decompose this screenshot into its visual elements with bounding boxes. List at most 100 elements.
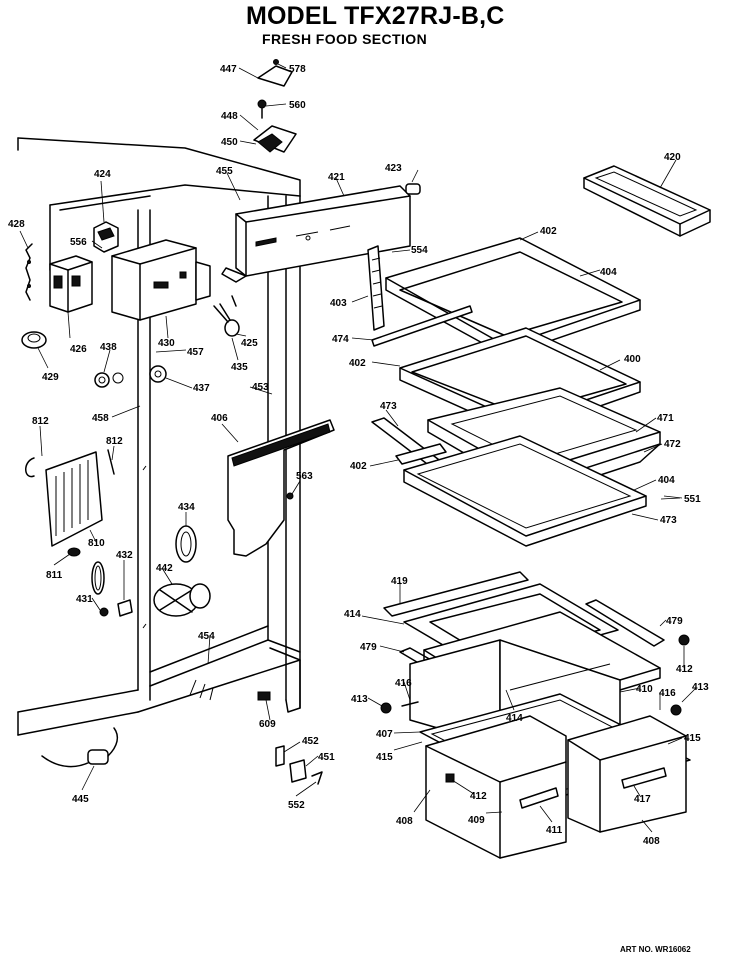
- callout-402: 402: [350, 461, 367, 472]
- callout-431: 431: [76, 594, 93, 605]
- rail-474: [371, 305, 473, 347]
- header: MODEL TFX27RJ-B,C FRESH FOOD SECTION: [0, 0, 736, 60]
- callout-428: 428: [8, 219, 25, 230]
- section-subtitle: FRESH FOOD SECTION: [262, 31, 428, 47]
- callout-556: 556: [70, 237, 87, 248]
- callout-471: 471: [657, 413, 674, 424]
- art-number: ART NO. WR16062: [620, 945, 691, 954]
- callout-454: 454: [198, 631, 215, 642]
- callout-554: 554: [411, 245, 428, 256]
- bracket-428: [25, 243, 33, 301]
- callout-474: 474: [332, 334, 349, 345]
- callout-438: 438: [100, 342, 117, 353]
- callout-451: 451: [318, 752, 335, 763]
- callout-419: 419: [391, 576, 408, 587]
- thermostat-424: [93, 221, 119, 253]
- callout-412: 412: [676, 664, 693, 675]
- callout-453: 453: [252, 382, 269, 393]
- crisper-rail-419: [383, 571, 529, 617]
- knob-423: [405, 183, 421, 195]
- callout-435: 435: [231, 362, 248, 373]
- cabinet-liner: [17, 137, 301, 736]
- leader-lines: [19, 63, 697, 833]
- control-panel-421: [221, 185, 411, 283]
- callout-423: 423: [385, 163, 402, 174]
- callout-408: 408: [396, 816, 413, 827]
- air-duct-434: [175, 525, 197, 563]
- callout-labels: 447 578 448 560 450 455 421 423 420 424 …: [8, 64, 709, 847]
- callout-404: 404: [658, 475, 675, 486]
- grommet-438: [94, 372, 124, 388]
- plug-811: [67, 547, 81, 557]
- callout-812: 812: [32, 416, 49, 427]
- callout-812: 812: [106, 436, 123, 447]
- callout-442: 442: [156, 563, 173, 574]
- callout-458: 458: [92, 413, 109, 424]
- callout-447: 447: [220, 64, 237, 75]
- callout-406: 406: [211, 413, 228, 424]
- bracket-406: [227, 419, 335, 557]
- callout-426: 426: [70, 344, 87, 355]
- heater-810: [25, 449, 115, 547]
- callout-452: 452: [302, 736, 319, 747]
- light-socket-448-450: [253, 125, 297, 153]
- callout-400: 400: [624, 354, 641, 365]
- callout-434: 434: [178, 502, 195, 513]
- pan-408-right: [567, 715, 687, 833]
- bin-420: [583, 165, 711, 237]
- callout-578: 578: [289, 64, 306, 75]
- callout-424: 424: [94, 169, 111, 180]
- callout-417: 417: [634, 794, 651, 805]
- callout-403: 403: [330, 298, 347, 309]
- callout-402: 402: [349, 358, 366, 369]
- callout-416: 416: [395, 678, 412, 689]
- callout-445: 445: [72, 794, 89, 805]
- callout-448: 448: [221, 111, 238, 122]
- callout-413: 413: [692, 682, 709, 693]
- callout-437: 437: [193, 383, 210, 394]
- slide-402: [395, 443, 447, 465]
- callout-416: 416: [659, 688, 676, 699]
- callout-455: 455: [216, 166, 233, 177]
- callout-409: 409: [468, 815, 485, 826]
- callout-450: 450: [221, 137, 238, 148]
- callout-429: 429: [42, 372, 59, 383]
- callout-552: 552: [288, 800, 305, 811]
- fan-442: [153, 583, 211, 617]
- shelf-404-lower: [403, 435, 647, 547]
- bulb-425: [213, 295, 240, 337]
- callout-811: 811: [46, 570, 63, 581]
- callout-415: 415: [376, 752, 393, 763]
- callout-408: 408: [643, 836, 660, 847]
- callout-412: 412: [470, 791, 487, 802]
- callout-410: 410: [636, 684, 653, 695]
- callout-413: 413: [351, 694, 368, 705]
- page-title: MODEL TFX27RJ-B,C: [246, 2, 505, 30]
- damper-429: [21, 331, 47, 349]
- callout-457: 457: [187, 347, 204, 358]
- callout-432: 432: [116, 550, 133, 561]
- callout-479: 479: [360, 642, 377, 653]
- callout-404: 404: [600, 267, 617, 278]
- switch-432-431: [91, 561, 133, 617]
- cord-445: [41, 727, 119, 768]
- callout-415: 415: [684, 733, 701, 744]
- grommet-437: [149, 365, 167, 383]
- callout-472: 472: [664, 439, 681, 450]
- callout-414: 414: [344, 609, 361, 620]
- callout-411: 411: [546, 825, 563, 836]
- clips-413-412: [380, 634, 690, 716]
- callout-420: 420: [664, 152, 681, 163]
- callout-473: 473: [380, 401, 397, 412]
- callout-473: 473: [660, 515, 677, 526]
- callout-609: 609: [259, 719, 276, 730]
- callout-425: 425: [241, 338, 258, 349]
- screw-560: [257, 99, 267, 119]
- rail-403: [367, 245, 385, 331]
- callout-810: 810: [88, 538, 105, 549]
- switch-426: [49, 255, 93, 313]
- housing-430: [111, 239, 211, 321]
- callout-402: 402: [540, 226, 557, 237]
